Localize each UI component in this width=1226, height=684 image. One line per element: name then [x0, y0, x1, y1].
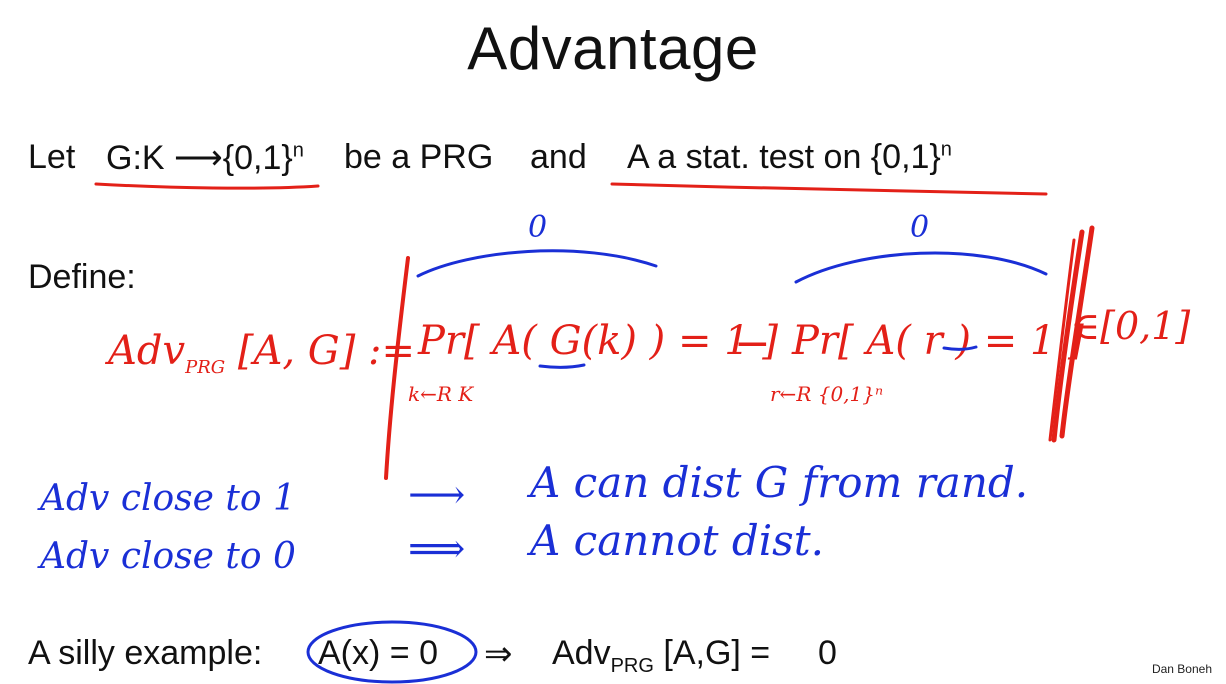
and-text: and: [530, 138, 587, 176]
abs-bar-left: [384, 256, 410, 480]
prg-definition: G:K ⟶{0,1}n: [106, 138, 304, 178]
adv-prg-lhs: AdvPRG [A, G] :=: [108, 328, 415, 378]
blue-underline-r: [942, 345, 978, 351]
red-underline-prg: [94, 182, 320, 190]
minus-sign: −: [734, 318, 771, 369]
adv-example-args: [A,G] =: [663, 634, 771, 672]
adv-example: AdvPRG [A,G] =: [552, 634, 770, 678]
adv-example-value: 0: [818, 634, 837, 672]
blue-overbrace-2: [794, 251, 1048, 284]
pr-random-term: Pr[ A( r ) = 1 ]: [792, 318, 1084, 364]
zero-annotation-1: 0: [528, 210, 548, 245]
zero-annotation-2: 0: [910, 210, 930, 245]
let-word: Let: [28, 138, 76, 176]
range-annotation: ∈[0,1]: [1072, 304, 1191, 348]
be-prg-text: be a PRG: [344, 138, 494, 176]
prg-definition-text: G:K ⟶{0,1}: [106, 139, 293, 177]
abs-bar-right-2: [1059, 225, 1095, 439]
adv-close-1-text: Adv close to 1: [40, 478, 296, 519]
adv-lhs-args: [A, G] :=: [237, 328, 416, 374]
pr-random-subscript: r←R {0,1}ⁿ: [770, 382, 884, 406]
blue-underline-k: [538, 363, 586, 369]
stat-test-text: A a stat. test on {0,1}: [627, 138, 941, 176]
blue-circle-example: [306, 620, 478, 684]
adv-close-0-text: Adv close to 0: [40, 536, 296, 577]
abs-bar-right-1: [1051, 229, 1085, 443]
adv-lhs-subscript: PRG: [185, 357, 226, 378]
prg-exponent: n: [292, 139, 304, 162]
pr-prg-subscript: k←R K: [408, 382, 474, 406]
implies-symbol: ⇒: [484, 635, 513, 673]
stat-test-definition: A a stat. test on {0,1}n: [627, 138, 952, 177]
slide-title: Advantage: [467, 15, 759, 82]
cannot-distinguish-text: A cannot dist.: [530, 516, 824, 565]
arrow-1: ⟶: [408, 472, 466, 518]
adv-lhs-word: Adv: [108, 328, 186, 374]
abs-bar-right-3: [1048, 238, 1076, 442]
stat-test-exponent: n: [940, 138, 952, 161]
arrow-2: ⟹: [408, 526, 466, 572]
can-distinguish-text: A can dist G from rand.: [530, 458, 1029, 507]
adv-example-subscript: PRG: [610, 654, 654, 677]
red-underline-stat-test: [610, 182, 1048, 196]
adv-example-word: Adv: [552, 634, 611, 672]
silly-example-label: A silly example:: [28, 634, 263, 672]
blue-overbrace-1: [416, 249, 658, 278]
define-label: Define:: [28, 258, 136, 296]
silly-example-expr: A(x) = 0: [318, 634, 438, 672]
pr-prg-term: Pr[ A( G(k) ) = 1 ]: [418, 318, 778, 364]
author-credit: Dan Boneh: [1151, 662, 1212, 676]
